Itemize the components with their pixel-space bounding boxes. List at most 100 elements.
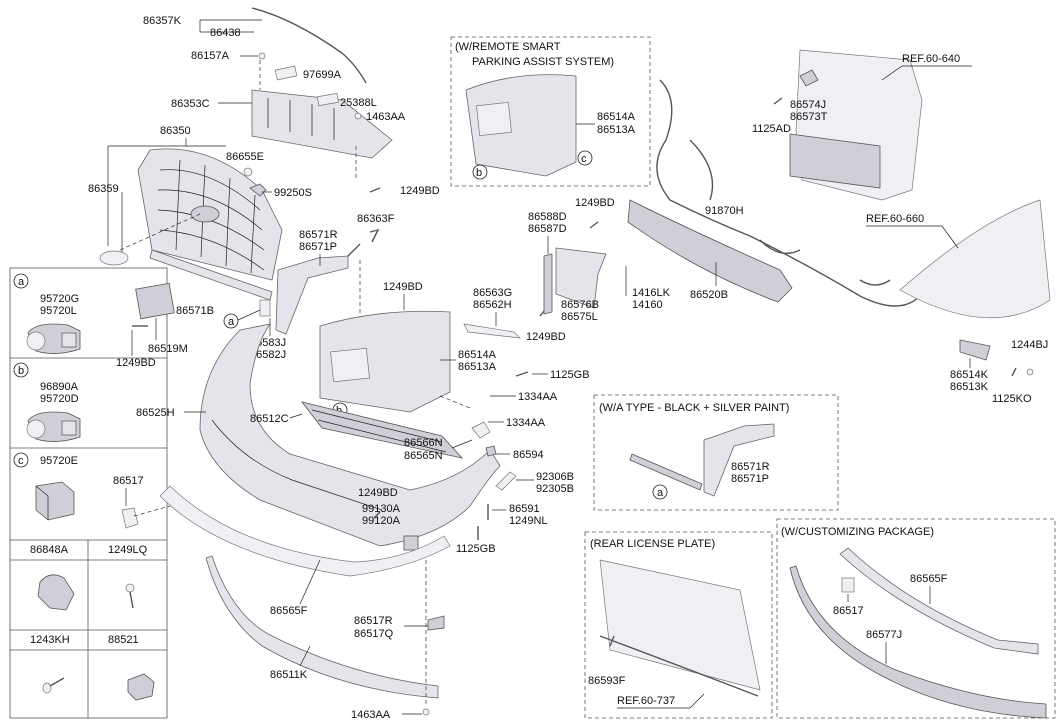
label-86576b: 86576B: [561, 299, 599, 311]
label-92306b: 92306B: [536, 471, 574, 483]
fender-outline: [899, 199, 1051, 319]
customizing-title: (W/CUSTOMIZING PACKAGE): [781, 526, 934, 538]
label-86517-a: 86517: [113, 475, 144, 487]
rear-license-plate-box: (REAR LICENSE PLATE) 86593F REF.60-737: [584, 531, 773, 719]
label-86157a: 86157A: [191, 50, 230, 62]
label-99130a: 99130A: [362, 503, 401, 515]
remote-smart-parking-frame: [450, 36, 651, 187]
screw-1243kh-image: [42, 677, 65, 694]
label-86577j: 86577J: [866, 629, 902, 641]
bumper-cover-area: b 86514A 86513A 1125GB 1334AA 86525H 865…: [113, 310, 590, 721]
legend-table: a 95720G 95720L b 96890A 95720D c 95720E…: [9, 267, 168, 719]
label-86513a-a: 86513A: [597, 124, 636, 136]
clip-86848a-image: [37, 574, 75, 611]
label-99120a: 99120A: [362, 515, 401, 527]
label-91870h: 91870H: [705, 205, 744, 217]
label-86573t: 86573T: [790, 111, 828, 123]
label-1125ko: 1125KO: [992, 393, 1032, 405]
wiring-harness-91870h: [656, 79, 921, 307]
upper-grille-area: 86357K 86438 86157A 97699A 86353C 25388L…: [88, 7, 440, 281]
label-1249bd-d: 1249BD: [358, 487, 398, 499]
label-1249bd-a: 1249BD: [400, 185, 440, 197]
label-86357k: 86357K: [143, 15, 182, 27]
screw-1249lq-image: [125, 583, 135, 609]
label-86594: 86594: [513, 449, 544, 461]
remote-box-title-line1: (W/REMOTE SMART: [455, 41, 561, 53]
bracket-86588d: [543, 253, 553, 315]
parking-sensor-b-image: [26, 411, 81, 442]
label-99250s: 99250S: [274, 187, 312, 199]
label-86588d: 86588D: [528, 211, 567, 223]
legend-c-letter: c: [18, 455, 24, 467]
label-86591: 86591: [509, 503, 540, 515]
label-86566n: 86566N: [404, 437, 443, 449]
label-86571r-b: 86571R: [731, 461, 770, 473]
label-1463aa-top: 1463AA: [366, 111, 406, 123]
custom-skid-plate: [789, 565, 1047, 719]
label-86565n: 86565N: [404, 450, 443, 462]
remote-bumper-corner: [465, 74, 577, 177]
legend-cell1: 86848A: [30, 544, 69, 556]
label-86571r-a: 86571R: [299, 229, 338, 241]
label-86513a-b: 86513A: [458, 361, 497, 373]
label-1463aa-bot: 1463AA: [351, 709, 391, 721]
front-bumper-cover: [199, 323, 501, 547]
garnish-area: 86571B 1249BD 86519M 86363F 86571R 86571…: [116, 213, 423, 369]
lower-bumper-lip-86565f: [159, 485, 451, 577]
label-86511k: 86511K: [270, 669, 308, 681]
label-86565f-a: 86565F: [270, 605, 308, 617]
label-86565f-b: 86565F: [910, 573, 948, 585]
wa-type-frame: [593, 394, 839, 511]
label-86350: 86350: [160, 125, 191, 137]
label-86353c: 86353C: [171, 98, 210, 110]
callout-c-remote: c: [581, 153, 587, 165]
callout-a-wa: a: [657, 487, 664, 499]
front-emblem: [99, 250, 129, 266]
label-92305b: 92305B: [536, 483, 574, 495]
label-1249bd-b: 1249BD: [116, 357, 156, 369]
legend-a-part1: 95720G: [40, 293, 79, 305]
label-86525h: 86525H: [136, 407, 175, 419]
legend-c-marker: [13, 452, 29, 468]
wa-type-title: (W/A TYPE - BLACK + SILVER PAINT): [599, 402, 789, 414]
legend-b-marker: [13, 362, 29, 378]
remote-smart-parking-box: (W/REMOTE SMART PARKING ASSIST SYSTEM) b…: [450, 36, 651, 187]
rear-license-plate-panel: [599, 559, 761, 691]
rear-license-frame: [584, 531, 773, 719]
parking-sensor-c-image: [35, 481, 75, 521]
label-1244bj: 1244BJ: [1011, 339, 1048, 351]
callout-a-main: a: [228, 316, 235, 328]
ref-60-660: REF.60-660: [866, 213, 924, 225]
customizing-package-box: (W/CUSTOMIZING PACKAGE) 86565F 86517 865…: [776, 518, 1056, 719]
custom-lower-lip: [839, 547, 1039, 655]
label-1249bd-c: 1249BD: [383, 281, 423, 293]
label-86514a-b: 86514A: [458, 349, 497, 361]
label-86514a-a: 86514A: [597, 111, 636, 123]
skid-plate-86511k: [205, 555, 439, 699]
side-garnish-86571r: [275, 255, 349, 335]
center-right-parts: 86563G 86562H 1249BD 86588D 86587D 1249B…: [463, 79, 921, 343]
legend-a-letter: a: [18, 276, 25, 288]
wa-side-garnish: [703, 423, 775, 497]
ref-60-737: REF.60-737: [617, 695, 675, 707]
label-86513k: 86513K: [950, 381, 989, 393]
label-86519m: 86519M: [148, 343, 188, 355]
label-86363f: 86363F: [357, 213, 395, 225]
lower-grille-86512c: [300, 401, 464, 459]
grille-emblem: [190, 205, 220, 223]
label-86571p-a: 86571P: [299, 241, 337, 253]
legend-b-part2: 95720D: [40, 393, 79, 405]
label-86571b: 86571B: [176, 305, 214, 317]
legend-cell3: 1243KH: [30, 634, 70, 646]
legend-b-part1: 96890A: [40, 381, 79, 393]
label-97699a: 97699A: [303, 69, 342, 81]
label-86571p-b: 86571P: [731, 473, 769, 485]
label-86563g: 86563G: [473, 287, 512, 299]
label-1125gb-b: 1125GB: [456, 543, 496, 555]
label-1125gb-a: 1125GB: [550, 369, 590, 381]
label-86587d: 86587D: [528, 223, 567, 235]
label-1334aa-b: 1334AA: [506, 417, 546, 429]
right-upper-frame: REF.60-640 86574J 86573T 1125AD REF.60-6…: [752, 49, 1051, 405]
legend-a-part2: 95720L: [40, 305, 77, 317]
